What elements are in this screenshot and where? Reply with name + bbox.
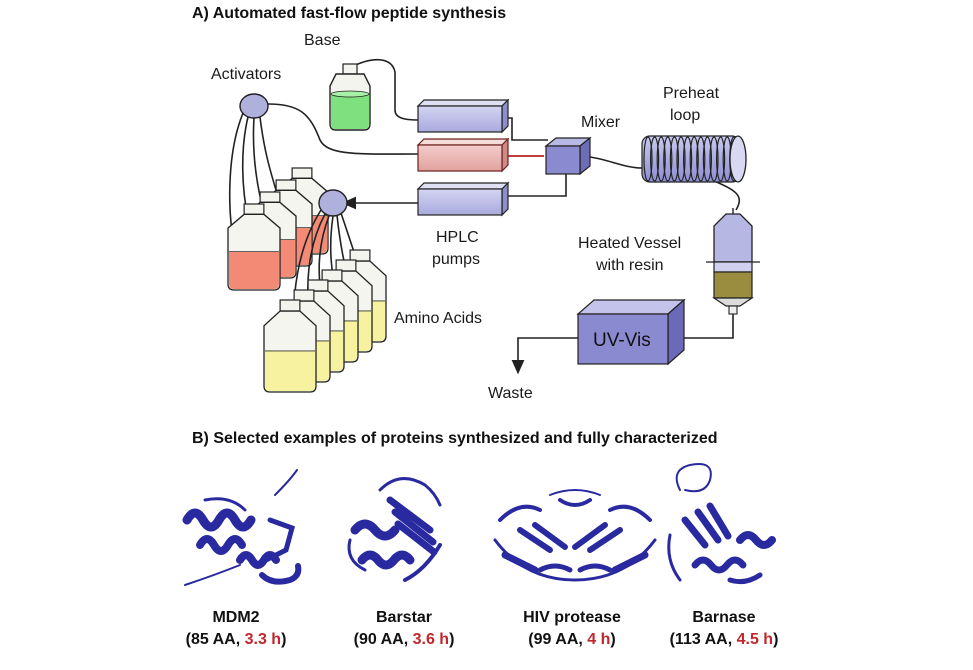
hplc-label-line1: HPLC [436, 229, 479, 246]
bottle [227, 203, 281, 291]
hiv-protease-structure [493, 489, 657, 582]
panel-b-title: B) Selected examples of proteins synthes… [192, 430, 718, 447]
bottle [263, 299, 317, 393]
protein-name: Barnase [692, 609, 755, 626]
protein-name: MDM2 [212, 609, 259, 626]
protein-info: (113 AA, 4.5 h) [670, 631, 779, 648]
uv-vis-detector [576, 298, 686, 366]
preheat-loop [641, 135, 747, 183]
pump-amino-acids [416, 181, 510, 217]
preheat-label-line2: loop [670, 107, 700, 124]
waste-label: Waste [488, 385, 533, 402]
vessel-label-line2: with resin [595, 257, 664, 274]
uv-vis-label: UV-Vis [593, 330, 651, 351]
protein-info: (99 AA, 4 h) [528, 631, 615, 648]
protein-name: Barstar [376, 609, 432, 626]
hplc-label-line2: pumps [432, 251, 480, 268]
amino-bottles [263, 249, 387, 393]
amino-manifold [318, 189, 348, 217]
protein-name: HIV protease [523, 609, 621, 626]
protein-info: (85 AA, 3.3 h) [186, 631, 287, 648]
heated-vessel [706, 208, 760, 315]
pump-activators [416, 137, 510, 173]
protein-structures [182, 463, 776, 586]
amino-acids-label: Amino Acids [394, 310, 482, 327]
protein-info: (90 AA, 3.6 h) [354, 631, 455, 648]
protein-captions: MDM2 (85 AA, 3.3 h) Barstar (90 AA, 3.6 … [186, 609, 779, 648]
barnase-structure [667, 463, 776, 585]
pump-base [416, 98, 510, 134]
mixer-label: Mixer [581, 114, 621, 131]
mixer [544, 136, 592, 176]
activator-bottles [227, 167, 329, 291]
activators-label: Activators [211, 66, 281, 83]
activator-manifold [239, 93, 269, 119]
vessel-label-line1: Heated Vessel [578, 235, 681, 252]
mdm2-structure [182, 469, 302, 586]
barstar-structure [347, 477, 442, 582]
panel-a-title: A) Automated fast-flow peptide synthesis [192, 5, 506, 22]
base-bottle [329, 63, 371, 131]
preheat-label-line1: Preheat [663, 85, 720, 102]
base-label: Base [304, 32, 341, 49]
